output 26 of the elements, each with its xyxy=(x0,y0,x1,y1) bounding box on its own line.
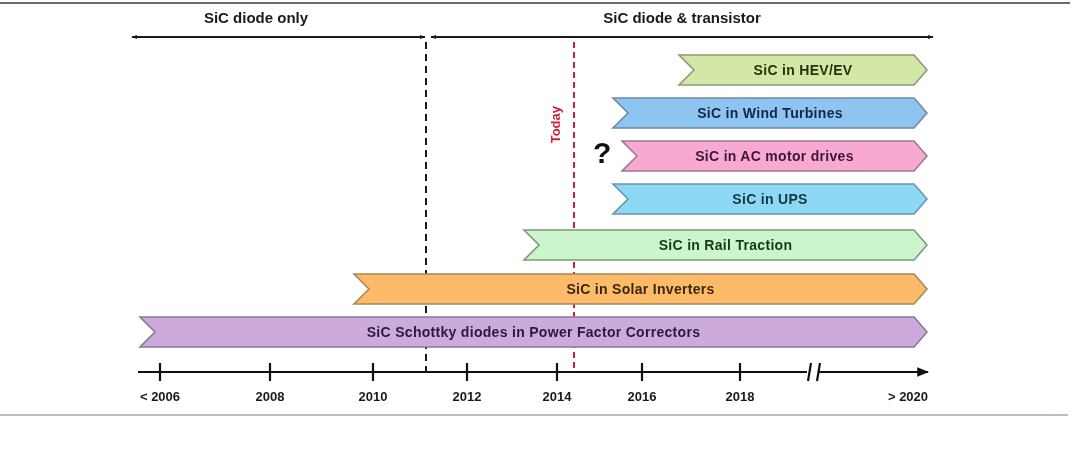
year-label: 2016 xyxy=(627,389,657,405)
chevron-bar xyxy=(612,183,928,215)
year-label: 2014 xyxy=(542,389,572,405)
chevron-bar xyxy=(139,316,928,348)
today-label: Today xyxy=(548,106,564,144)
year-label: < 2006 xyxy=(139,389,181,405)
chevron-bar xyxy=(353,273,928,305)
question-mark: ? xyxy=(593,137,612,169)
chevron-bar xyxy=(621,140,928,172)
year-label: > 2020 xyxy=(887,389,929,405)
bar-label: SiC in HEV/EV xyxy=(753,62,853,78)
period-label: SiC diode & transistor xyxy=(603,9,761,27)
year-label: 2008 xyxy=(255,389,285,405)
bar-label: SiC in Solar Inverters xyxy=(566,281,715,297)
year-label: 2018 xyxy=(725,389,755,405)
chevron-bar xyxy=(523,229,928,261)
bar-label: SiC Schottky diodes in Power Factor Correctors xyxy=(366,324,701,340)
year-label: 2012 xyxy=(452,389,482,405)
bar-label: SiC in AC motor drives xyxy=(695,148,854,164)
bar-label: SiC in Wind Turbines xyxy=(697,105,843,121)
year-label: 2010 xyxy=(358,389,388,405)
bar-label: SiC in Rail Traction xyxy=(658,237,793,253)
bar-label: SiC in UPS xyxy=(732,191,808,207)
period-label: SiC diode only xyxy=(203,9,309,27)
chevron-bar xyxy=(678,54,928,86)
chevron-bar xyxy=(612,97,928,129)
